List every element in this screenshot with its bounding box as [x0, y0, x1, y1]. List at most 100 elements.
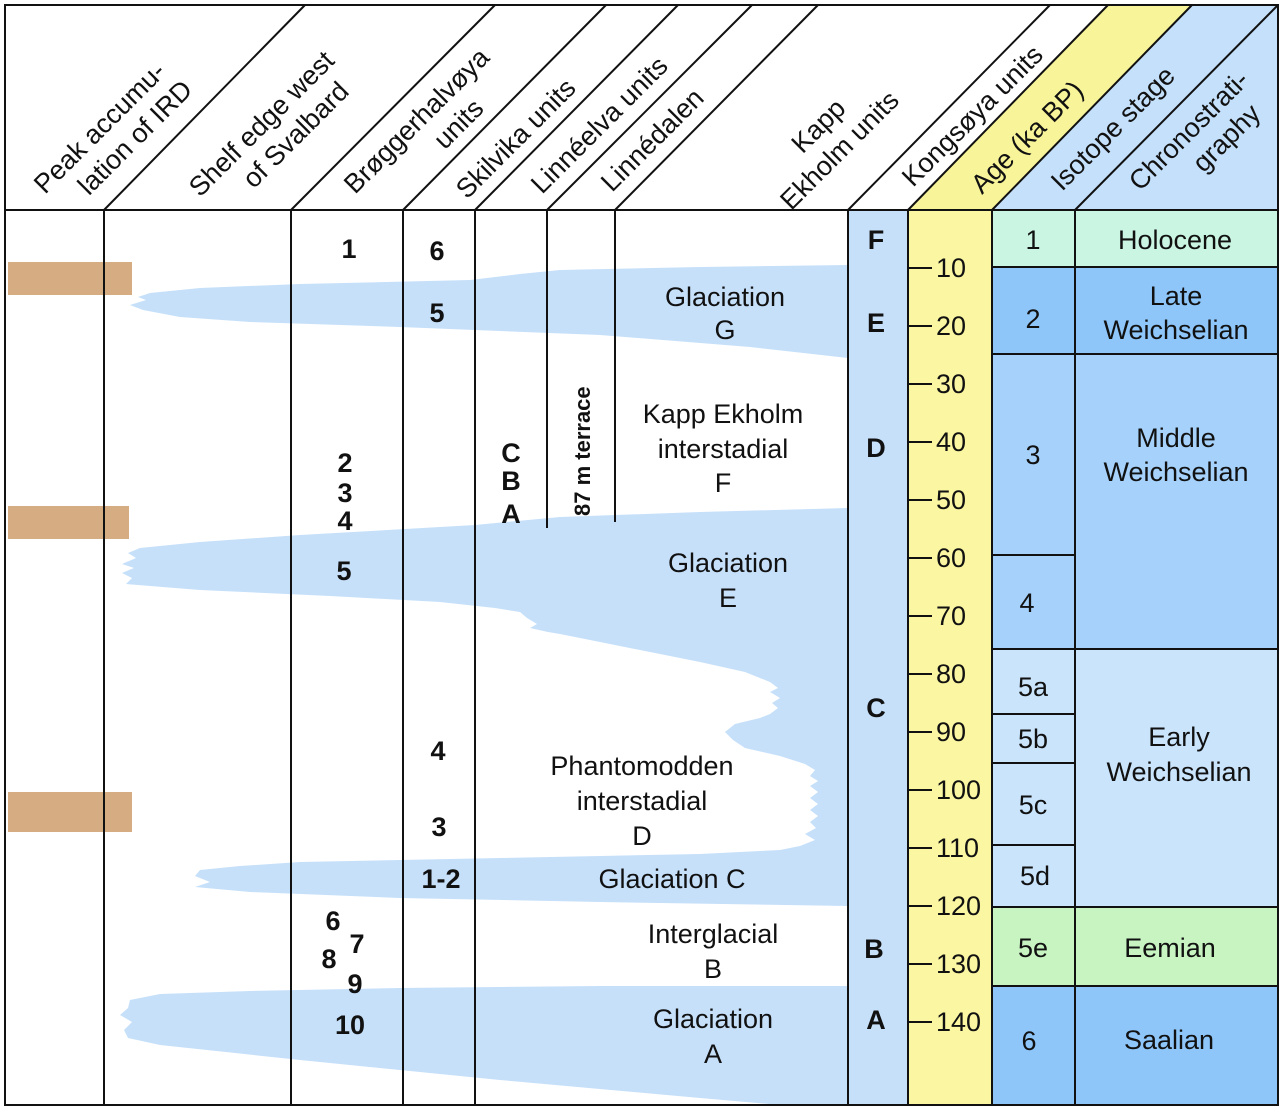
- skilvika-unit-1-2: 1-2: [421, 864, 460, 894]
- age-column-bg: [908, 210, 992, 1105]
- isotope-stage-2: 2: [1025, 304, 1040, 334]
- glaciation-e-label-1: Glaciation: [668, 548, 788, 578]
- isotope-stage-3: 3: [1025, 440, 1040, 470]
- isotope-header-band: [992, 5, 1278, 210]
- chrono-saalian: Saalian: [1124, 1025, 1214, 1055]
- header-kapp: Kapp Ekholm units: [774, 85, 905, 216]
- glaciation-c-label: Glaciation C: [598, 864, 745, 894]
- age-label-20: 20: [936, 311, 966, 341]
- age-label-100: 100: [936, 775, 981, 805]
- brogger-unit-4: 4: [337, 506, 352, 536]
- isotope-stage-1: 1: [1025, 225, 1040, 255]
- glaciation-a-label-2: A: [704, 1039, 722, 1069]
- iso-cell-4: [992, 555, 1075, 649]
- age-label-30: 30: [936, 369, 966, 399]
- phantomodden-label-2: interstadial: [577, 786, 708, 816]
- brogger-unit-7: 7: [349, 929, 364, 959]
- interglacial-label-2: B: [704, 954, 722, 984]
- ird-bar-1: [8, 262, 132, 295]
- chrono-middle-2: Weichselian: [1103, 457, 1248, 487]
- iso-cell-5e: [992, 907, 1075, 986]
- kongsoya-unit-d: D: [866, 433, 886, 463]
- chrono-cell-late: [1075, 267, 1278, 354]
- iso-cell-3: [992, 354, 1075, 555]
- chrono-cell-early: [1075, 649, 1278, 907]
- iso-cell-5d: [992, 845, 1075, 907]
- brogger-unit-10: 10: [335, 1010, 365, 1040]
- glaciation-g-shape: [130, 265, 848, 358]
- ird-bar-3: [8, 792, 132, 832]
- skilvika-unit-5: 5: [429, 298, 444, 328]
- interglacial-label-1: Interglacial: [648, 919, 779, 949]
- brogger-unit-8: 8: [321, 944, 336, 974]
- linneelva-unit-c: C: [501, 438, 521, 468]
- chrono-late-2: Weichselian: [1103, 315, 1248, 345]
- glaciation-g-label-2: G: [714, 315, 735, 345]
- chrono-cell-eemian: [1075, 907, 1278, 986]
- age-label-80: 80: [936, 659, 966, 689]
- kapp-interstadial-label-2: interstadial: [658, 434, 789, 464]
- isotope-stage-5c: 5c: [1019, 790, 1048, 820]
- kongsoya-unit-b: B: [864, 934, 884, 964]
- brogger-unit-9: 9: [347, 969, 362, 999]
- kongsoya-unit-a: A: [866, 1005, 886, 1035]
- glaciation-e-shape: [122, 508, 848, 906]
- glaciation-a-shape: [120, 986, 848, 1105]
- glaciation-a-label-1: Glaciation: [653, 1004, 773, 1034]
- age-label-70: 70: [936, 601, 966, 631]
- chrono-eemian: Eemian: [1124, 933, 1216, 963]
- iso-cell-6: [992, 986, 1075, 1105]
- age-label-10: 10: [936, 253, 966, 283]
- chrono-late-1: Late: [1150, 281, 1203, 311]
- iso-cell-5b: [992, 714, 1075, 763]
- brogger-unit-3: 3: [337, 478, 352, 508]
- linnedalen-terrace-label: 87 m terrace: [570, 386, 595, 516]
- phantomodden-label-1: Phantomodden: [550, 751, 733, 781]
- brogger-unit-5: 5: [336, 556, 351, 586]
- kapp-interstadial-label-1: Kapp Ekholm: [643, 399, 804, 429]
- kongsoya-unit-c: C: [866, 693, 886, 723]
- chrono-middle-1: Middle: [1136, 423, 1216, 453]
- linneelva-unit-a: A: [501, 499, 521, 529]
- age-label-130: 130: [936, 949, 981, 979]
- age-label-120: 120: [936, 891, 981, 921]
- linneelva-unit-b: B: [501, 466, 521, 496]
- ird-bar-2: [8, 506, 129, 539]
- isotope-stage-5e: 5e: [1018, 933, 1048, 963]
- age-label-90: 90: [936, 717, 966, 747]
- grid-lines: [4, 4, 1279, 1106]
- age-label-40: 40: [936, 427, 966, 457]
- glaciation-g-label-1: Glaciation: [665, 282, 785, 312]
- chrono-cell-middle: [1075, 354, 1278, 649]
- iso-cell-2: [992, 267, 1075, 354]
- age-label-110: 110: [936, 833, 979, 863]
- header-ird: Peak accumu- lation of IRD: [28, 56, 198, 201]
- brogger-unit-1: 1: [341, 234, 356, 264]
- brogger-unit-2: 2: [337, 448, 352, 478]
- phantomodden-label-3: D: [632, 821, 652, 851]
- header-skilvika: Skilvika units: [450, 73, 582, 205]
- kongsoya-column-bg: [848, 210, 908, 1105]
- isotope-stage-6: 6: [1021, 1026, 1036, 1056]
- chrono-early-2: Weichselian: [1106, 757, 1251, 787]
- iso-cell-5a: [992, 649, 1075, 714]
- skilvika-unit-4: 4: [430, 736, 445, 766]
- chrono-early-1: Early: [1148, 722, 1210, 752]
- iso-cell-5c: [992, 763, 1075, 845]
- age-header-band: [908, 5, 1192, 210]
- chrono-cell-saalian: [1075, 986, 1278, 1105]
- isotope-stage-5b: 5b: [1018, 724, 1048, 754]
- skilvika-unit-3: 3: [431, 812, 446, 842]
- skilvika-unit-6: 6: [429, 236, 444, 266]
- glaciation-e-label-2: E: [719, 583, 737, 613]
- age-label-60: 60: [936, 543, 966, 573]
- isotope-stage-4: 4: [1019, 588, 1034, 618]
- chrono-holocene: Holocene: [1118, 225, 1232, 255]
- isotope-stage-5a: 5a: [1018, 672, 1049, 702]
- header-skilvika-text: Skilvika units: [450, 73, 582, 205]
- isotope-stage-5d: 5d: [1020, 861, 1050, 891]
- age-label-140: 140: [936, 1007, 981, 1037]
